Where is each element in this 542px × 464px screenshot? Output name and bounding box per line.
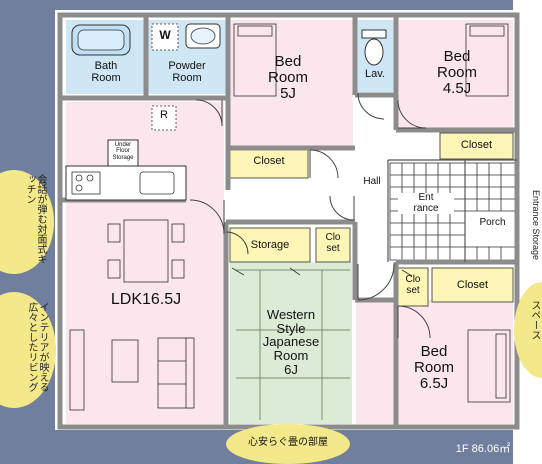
washer-icon	[151, 23, 179, 51]
bed-65j-icon	[467, 329, 511, 403]
bathtub-icon	[71, 24, 131, 56]
door-swings	[189, 92, 431, 339]
kitchen-counter	[65, 165, 187, 201]
label-closet1: Closet	[253, 155, 285, 167]
callout-kitchen	[0, 170, 54, 274]
label-japanese: Western Style Japanese Room 6J	[262, 307, 320, 377]
label-entrance: Ent rance	[398, 192, 454, 214]
floor-area: 1F 86.06㎡	[455, 443, 511, 455]
label-lav: Lav.	[365, 68, 385, 80]
storage-fill	[229, 227, 311, 263]
toilet-icon	[361, 29, 387, 66]
closet-3-fill	[431, 267, 514, 303]
callout-right-top-text: Entrance Storage	[531, 190, 540, 261]
label-ldk: LDK16.5J	[110, 291, 182, 308]
label-closet2: Closet	[460, 139, 493, 151]
callout-right-bottom-text: スペース	[529, 300, 540, 340]
bed-45j-icon	[465, 23, 509, 97]
callout-living	[0, 292, 56, 408]
callout-right	[514, 282, 542, 378]
label-underfloor: Under Floor Storage	[112, 142, 134, 161]
label-bath: Bath Room	[91, 60, 121, 84]
closet-2-fill	[439, 132, 514, 160]
callout-tatami-text: 心安らぐ畳の部屋	[248, 437, 328, 448]
label-hall: Hall	[363, 176, 381, 187]
label-closet3: Closet	[456, 279, 489, 291]
porch-tiles	[464, 162, 516, 261]
tatami-grid	[236, 269, 350, 420]
porch-label-bg	[470, 213, 515, 245]
label-closet-small2: Clo set	[405, 274, 421, 296]
label-porch: Porch	[479, 217, 506, 228]
tv-board-icon	[69, 329, 85, 411]
callout-kitchen-text: 会話が弾む対面式キッチン	[24, 174, 46, 264]
coffee-table-icon	[111, 339, 139, 383]
thin-walls	[387, 159, 517, 262]
sink-icon	[185, 23, 221, 49]
label-washer: W	[159, 28, 171, 42]
label-bed5: Bed Room 5J	[267, 53, 308, 102]
callout-living-text: インテリアが映える広々としたリビング	[26, 302, 48, 392]
callout-tatami	[226, 424, 350, 464]
japanese-room	[230, 262, 352, 424]
closet-small-2-fill	[397, 267, 429, 307]
label-closet-small1: Clo set	[325, 232, 341, 254]
label-bed45: Bed Room 4.5J	[436, 48, 477, 97]
fridge-icon	[151, 105, 177, 131]
label-storage: Storage	[250, 239, 290, 251]
sofa-icon	[157, 337, 195, 409]
label-powder: Powder Room	[168, 60, 206, 84]
closet-small-1-fill	[315, 227, 351, 263]
label-fridge: R	[160, 109, 168, 121]
dining-table-icon	[107, 219, 185, 283]
closet-hatch	[231, 267, 413, 277]
label-bed65: Bed Room 6.5J	[413, 343, 454, 392]
ldk-upper	[224, 188, 225, 189]
bed-5j-icon	[233, 23, 277, 97]
